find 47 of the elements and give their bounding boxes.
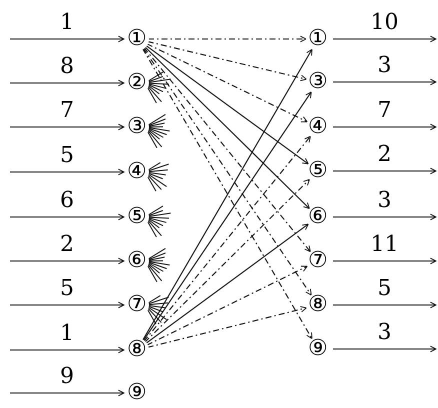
arrow <box>142 92 312 342</box>
arrow <box>333 258 436 264</box>
arrow <box>146 45 309 164</box>
arrow <box>144 178 310 343</box>
arrow <box>10 302 124 308</box>
edge-label: 3 <box>378 190 392 212</box>
arrow <box>10 214 124 220</box>
arrow <box>10 390 124 396</box>
arrow <box>146 266 308 346</box>
edge-label: 3 <box>378 322 392 344</box>
arrow <box>333 168 436 174</box>
arrow <box>142 48 312 296</box>
edge-label: 5 <box>60 278 74 300</box>
arrow <box>333 214 436 220</box>
arrow <box>144 136 311 342</box>
edge-label: 10 <box>370 12 398 34</box>
arrow <box>333 124 436 130</box>
edge-label: 5 <box>60 145 74 167</box>
arrow <box>333 78 436 86</box>
edge-label: 1 <box>60 323 74 345</box>
arrow <box>10 80 124 86</box>
edge-label: 9 <box>60 366 74 388</box>
arrow <box>10 36 124 42</box>
arrow <box>333 36 436 42</box>
arrow <box>148 306 307 348</box>
arrow <box>10 124 124 130</box>
arrow <box>144 47 311 252</box>
edge-label: 6 <box>60 190 74 212</box>
arrow <box>146 224 309 344</box>
edge-label: 7 <box>378 100 392 122</box>
arrow <box>10 258 124 264</box>
edge-label: 2 <box>60 234 74 256</box>
edge-label: 5 <box>378 278 392 300</box>
edge-label: 7 <box>60 100 74 122</box>
edge-label: 8 <box>60 56 74 78</box>
arrow <box>148 36 306 42</box>
arrow <box>144 46 310 210</box>
arrow <box>333 302 436 308</box>
arrow <box>10 168 124 176</box>
arrow <box>10 346 124 354</box>
edge-label: 1 <box>60 12 74 34</box>
edge-label: 2 <box>378 144 392 166</box>
edge-label: 11 <box>370 234 398 256</box>
arrow <box>148 41 307 82</box>
edge-label: 3 <box>378 55 392 77</box>
arrow <box>146 43 308 122</box>
arrow <box>333 346 436 352</box>
